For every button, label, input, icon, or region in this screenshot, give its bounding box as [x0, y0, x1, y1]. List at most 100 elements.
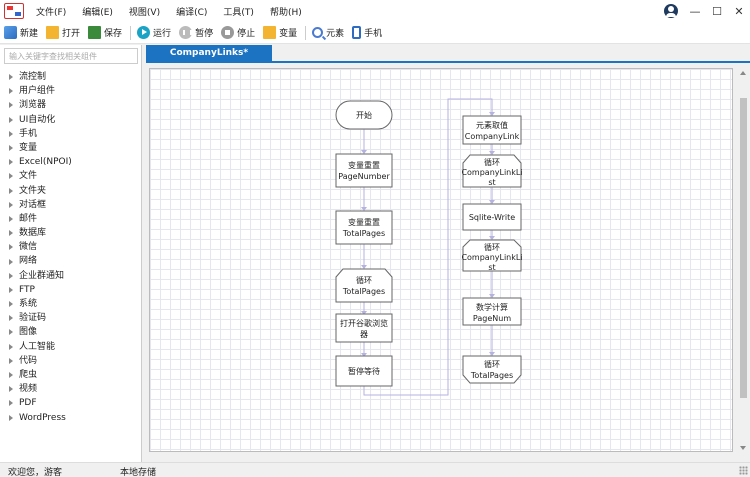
- close-button[interactable]: ✕: [734, 4, 744, 18]
- tree-item[interactable]: 浏览器: [9, 98, 72, 112]
- expand-arrow-icon[interactable]: [9, 329, 13, 336]
- tree-item[interactable]: UI自动化: [9, 113, 72, 127]
- expand-arrow-icon[interactable]: [9, 215, 13, 222]
- expand-arrow-icon[interactable]: [9, 130, 13, 137]
- tree-item[interactable]: 人工智能: [9, 340, 72, 354]
- tree-item[interactable]: 文件: [9, 169, 72, 183]
- flow-node-loop[interactable]: 循环 TotalPages: [335, 268, 393, 303]
- expand-arrow-icon[interactable]: [9, 301, 13, 308]
- flow-node-loop[interactable]: 循环 CompanyLinkLi st: [461, 239, 523, 272]
- expand-arrow-icon[interactable]: [9, 244, 13, 251]
- resize-grip-icon[interactable]: [739, 466, 748, 475]
- tree-item[interactable]: 验证码: [9, 311, 72, 325]
- expand-arrow-icon[interactable]: [9, 400, 13, 407]
- tree-item-label: 流控制: [19, 72, 47, 82]
- flow-node-loop[interactable]: 循环 TotalPages: [462, 355, 522, 384]
- flow-node[interactable]: 暂停等待: [335, 355, 393, 387]
- expand-arrow-icon[interactable]: [9, 159, 13, 166]
- pause-button[interactable]: 暂停: [179, 26, 213, 39]
- expand-arrow-icon[interactable]: [9, 386, 13, 393]
- tree-item[interactable]: Excel(NPOI): [9, 155, 72, 169]
- flow-node[interactable]: 元素取值 CompanyLink: [462, 115, 522, 145]
- variable-icon: [263, 26, 277, 39]
- tree-item[interactable]: 用户组件: [9, 84, 72, 98]
- tree-item[interactable]: PDF: [9, 396, 72, 410]
- node-label: Sqlite-Write: [469, 213, 515, 222]
- canvas-vertical-scrollbar[interactable]: [738, 68, 748, 453]
- flow-node-start[interactable]: 开始: [335, 100, 393, 130]
- tab-companylinks[interactable]: CompanyLinks*: [146, 45, 272, 61]
- expand-arrow-icon[interactable]: [9, 173, 13, 180]
- tree-item-label: 网络: [19, 256, 38, 267]
- tree-item[interactable]: 图像: [9, 325, 72, 339]
- tree-item[interactable]: FTP: [9, 283, 72, 297]
- tree-item[interactable]: 文件夹: [9, 184, 72, 198]
- expand-arrow-icon[interactable]: [9, 315, 13, 322]
- flow-node[interactable]: Sqlite-Write: [462, 203, 522, 231]
- new-file-icon: [4, 26, 17, 39]
- maximize-button[interactable]: ☐: [712, 4, 722, 18]
- menu-help[interactable]: 帮助(H): [269, 8, 302, 18]
- tree-item[interactable]: 代码: [9, 354, 72, 368]
- open-button[interactable]: 打开: [46, 26, 80, 39]
- expand-arrow-icon[interactable]: [9, 102, 13, 109]
- new-button[interactable]: 新建: [4, 26, 38, 39]
- toolbar-separator: [130, 25, 132, 40]
- scroll-up-arrow-icon[interactable]: [740, 71, 746, 75]
- menu-tools[interactable]: 工具(T): [223, 8, 254, 18]
- tree-item[interactable]: 系统: [9, 297, 72, 311]
- tree-item-label: 变量: [19, 142, 38, 153]
- tree-item[interactable]: 变量: [9, 141, 72, 155]
- tree-item[interactable]: 数据库: [9, 226, 72, 240]
- scroll-down-arrow-icon[interactable]: [740, 446, 746, 450]
- expand-arrow-icon[interactable]: [9, 258, 13, 265]
- expand-arrow-icon[interactable]: [9, 357, 13, 364]
- tree-item-label: 邮件: [19, 213, 38, 224]
- tree-item[interactable]: 流控制: [9, 70, 72, 84]
- tree-item[interactable]: 网络: [9, 254, 72, 268]
- flow-node[interactable]: 数学计算 PageNum: [462, 297, 522, 326]
- expand-arrow-icon[interactable]: [9, 230, 13, 237]
- scroll-thumb[interactable]: [740, 98, 747, 398]
- tree-item[interactable]: 邮件: [9, 212, 72, 226]
- phone-button[interactable]: 手机: [352, 26, 382, 39]
- expand-arrow-icon[interactable]: [9, 88, 13, 95]
- expand-arrow-icon[interactable]: [9, 372, 13, 379]
- expand-arrow-icon[interactable]: [9, 74, 13, 81]
- expand-arrow-icon[interactable]: [9, 343, 13, 350]
- expand-arrow-icon[interactable]: [9, 145, 13, 152]
- arrowhead: [489, 200, 495, 204]
- flow-node[interactable]: 变量重置 TotalPages: [335, 210, 393, 245]
- component-search-input[interactable]: [4, 48, 138, 64]
- flow-node[interactable]: 变量重置 PageNumber: [335, 153, 393, 188]
- tree-item[interactable]: WordPress: [9, 411, 72, 425]
- expand-arrow-icon[interactable]: [9, 201, 13, 208]
- menu-compile[interactable]: 编译(C): [176, 8, 208, 18]
- tree-item[interactable]: 企业群通知: [9, 269, 72, 283]
- expand-arrow-icon[interactable]: [9, 187, 13, 194]
- user-avatar-icon[interactable]: [664, 4, 678, 18]
- node-label: 变量重置: [348, 160, 380, 170]
- expand-arrow-icon[interactable]: [9, 116, 13, 123]
- tree-item[interactable]: 对话框: [9, 198, 72, 212]
- tree-item[interactable]: 视频: [9, 382, 72, 396]
- menu-view[interactable]: 视图(V): [128, 8, 161, 18]
- element-button[interactable]: 元素: [312, 26, 344, 39]
- element-label: 元素: [326, 29, 345, 39]
- menu-edit[interactable]: 编辑(E): [82, 8, 113, 18]
- tree-item[interactable]: 微信: [9, 240, 72, 254]
- variable-button[interactable]: 变量: [263, 26, 297, 39]
- menu-file[interactable]: 文件(F): [36, 8, 67, 18]
- tree-item[interactable]: 手机: [9, 127, 72, 141]
- flow-node-loop[interactable]: 循环 CompanyLinkLi st: [461, 154, 523, 188]
- save-button[interactable]: 保存: [88, 26, 122, 39]
- stop-button[interactable]: 停止: [221, 26, 255, 39]
- expand-arrow-icon[interactable]: [9, 414, 13, 421]
- flow-node[interactable]: 打开谷歌浏览 器: [335, 313, 393, 343]
- run-button[interactable]: 运行: [137, 26, 171, 39]
- tree-item[interactable]: 爬虫: [9, 368, 72, 382]
- expand-arrow-icon[interactable]: [9, 272, 13, 279]
- minimize-button[interactable]: —: [689, 4, 701, 18]
- flow-canvas[interactable]: 开始 变量重置 PageNumber 变量重置 TotalPages 循环 To…: [149, 68, 733, 452]
- expand-arrow-icon[interactable]: [9, 286, 13, 293]
